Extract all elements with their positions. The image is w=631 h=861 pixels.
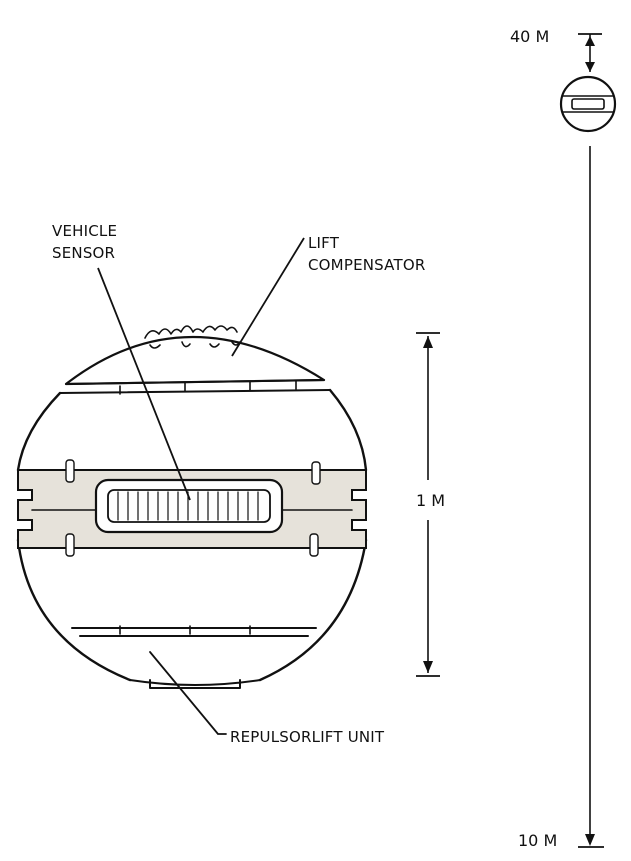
far-scale-bar	[559, 33, 617, 848]
far-scale-top-label: 40 M	[510, 27, 549, 46]
far-scale-bottom-label: 10 M	[518, 831, 557, 850]
lower-seam	[71, 627, 317, 637]
vehicle-sensor-window	[107, 489, 271, 523]
lift-compensator-texture	[144, 325, 241, 349]
upper-seam-notches	[119, 380, 297, 395]
sensor-droid-illustration	[16, 325, 368, 689]
lower-seam-notches	[119, 625, 251, 635]
lift-compensator-label-line2: COMPENSATOR	[308, 256, 425, 274]
repulsorlift-unit-label: REPULSORLIFT UNIT	[230, 728, 385, 746]
vehicle-sensor-label-line2: SENSOR	[52, 244, 115, 262]
repulsorlift-leader	[149, 651, 227, 735]
vehicle-sensor-label-line1: VEHICLE	[52, 222, 117, 240]
distant-droid-icon	[559, 75, 617, 133]
upper-seam	[59, 379, 331, 394]
near-scale-label: 1 M	[416, 491, 445, 510]
vehicle-sensor-leader	[97, 267, 191, 501]
lift-compensator-leader	[231, 237, 305, 357]
near-scale-bar	[416, 332, 440, 677]
lift-compensator-label-line1: LIFT	[308, 234, 340, 252]
repulsorlift-unit	[129, 679, 261, 689]
near-scale-arrow-up	[423, 336, 433, 348]
lift-compensator-cap	[64, 335, 326, 386]
vehicle-sensor-ribs	[117, 491, 259, 521]
near-scale-arrow-down	[423, 661, 433, 673]
band-bolts	[65, 459, 321, 557]
sphere-outline	[16, 388, 368, 682]
leader-lines	[97, 237, 305, 735]
